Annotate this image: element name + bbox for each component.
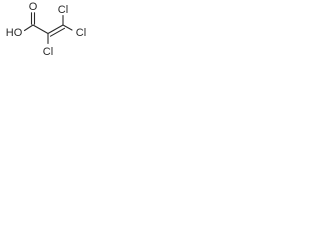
bond-c-hydroxyl bbox=[23, 24, 34, 32]
bond-c2-c3-double-b bbox=[49, 27, 66, 37]
atom-label-chlorine-top: Cl bbox=[58, 4, 68, 16]
atom-label-oxygen: O bbox=[29, 1, 38, 13]
bond-c3-cl-right bbox=[62, 24, 73, 31]
bond-c1-c2 bbox=[32, 24, 49, 35]
atom-label-chlorine-right: Cl bbox=[76, 27, 86, 39]
atom-label-hydroxyl: HO bbox=[6, 27, 23, 39]
bond-c2-c3-double-a bbox=[47, 24, 64, 35]
chemical-structure-diagram: O HO Cl Cl Cl bbox=[6, 1, 86, 58]
atom-label-chlorine-bottom: Cl bbox=[43, 46, 53, 58]
